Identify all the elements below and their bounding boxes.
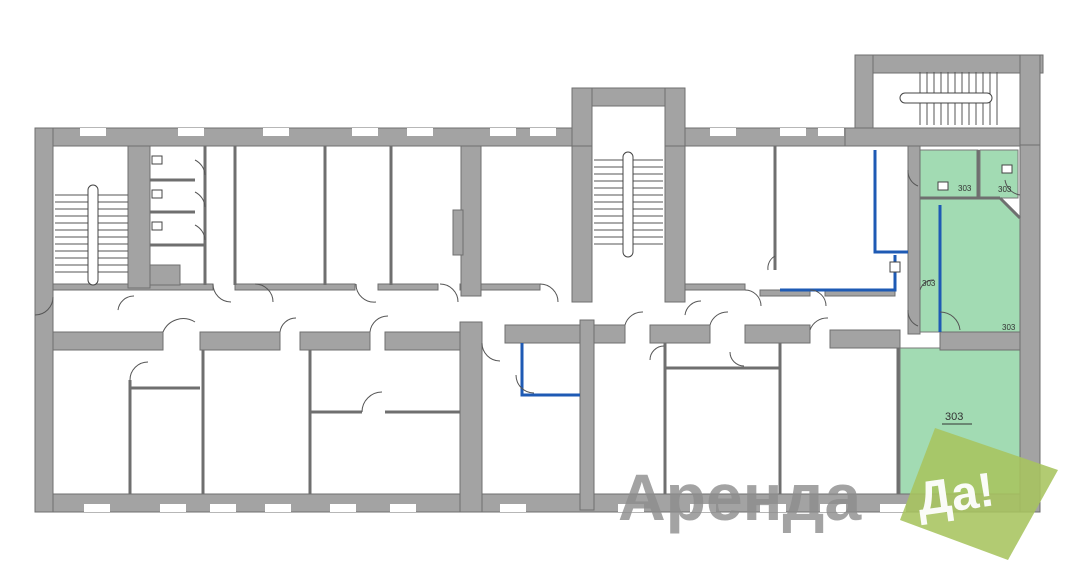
room-label-303-d: 303 (1002, 323, 1016, 332)
inner-walls (52, 145, 1021, 513)
room-303-wc-north[interactable] (979, 149, 1019, 199)
room-label-303-c: 303 (922, 279, 936, 288)
doors (34, 159, 1021, 413)
toilet-icon (151, 155, 1013, 273)
logo-badge (900, 428, 1058, 560)
room-label-303-a: 303 (958, 184, 972, 193)
logo-tag: Да! (914, 463, 998, 526)
staircase-west (55, 184, 128, 286)
windows (80, 128, 906, 512)
room-label-303-large: 303 (945, 411, 963, 423)
staircase-north-east (899, 72, 998, 125)
room-labels: 303 303 303 303 303 (922, 184, 1016, 425)
partitions (128, 146, 1022, 494)
room-label-303-b: 303 (998, 185, 1012, 194)
watermark-logo: Аренда Да! (618, 428, 1058, 560)
room-303-middle[interactable] (917, 197, 1021, 333)
logo-word: Аренда (618, 460, 862, 534)
staircase-central (594, 151, 663, 258)
